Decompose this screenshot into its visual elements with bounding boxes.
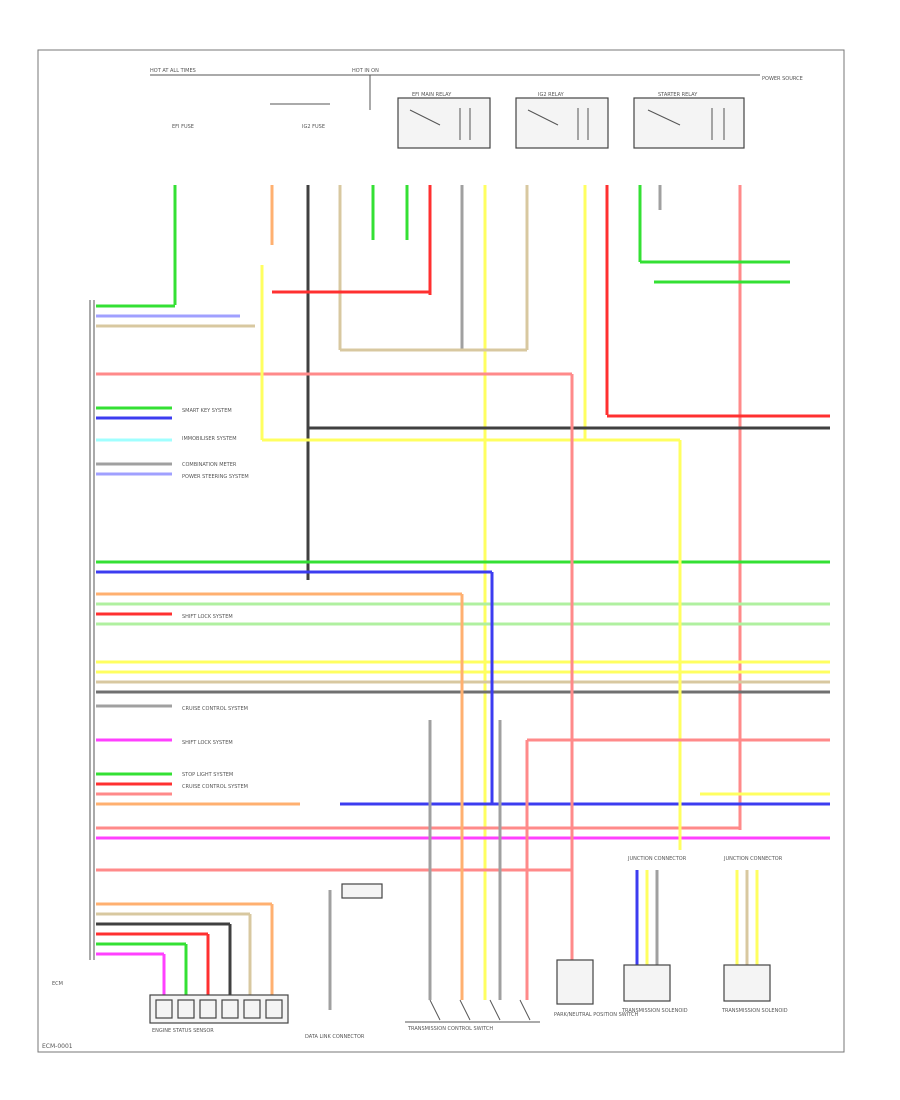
diagram-frame: [37, 49, 845, 1053]
label-hot-top-mid: HOT IN ON: [352, 68, 379, 74]
power-feeds: [150, 74, 760, 110]
label-bottom-1: ENGINE STATUS SENSOR: [152, 1028, 214, 1034]
label-hot-top-left: HOT AT ALL TIMES: [150, 68, 196, 74]
label-relay-1: EFI MAIN RELAY: [412, 92, 452, 98]
component-trans-switch: [405, 720, 540, 1023]
relay-ig2: [515, 97, 609, 149]
ecm-pin-column: ECM: [52, 300, 95, 987]
label-sys-7: SHIFT LOCK SYSTEM: [182, 740, 233, 746]
label-sys-9: CRUISE CONTROL SYSTEM: [182, 784, 248, 790]
label-fuse-left: EFI FUSE: [172, 124, 194, 130]
label-relay-3: STARTER RELAY: [658, 92, 698, 98]
label-ecm: ECM: [52, 981, 63, 987]
label-bottom-5: TRANSMISSION SOLENOID: [621, 1008, 688, 1014]
relay-efi-main: [397, 97, 491, 149]
label-bottom-2: DATA LINK CONNECTOR: [305, 1034, 365, 1040]
component-trans-solenoid-2: [723, 870, 771, 1002]
label-right-note: POWER SOURCE: [762, 76, 803, 82]
relay-starter: [633, 97, 745, 149]
label-sys-5: SHIFT LOCK SYSTEM: [182, 614, 233, 620]
component-trans-solenoid-1: [623, 870, 671, 1002]
label-sys-3: COMBINATION METER: [182, 462, 237, 468]
label-sys-6: CRUISE CONTROL SYSTEM: [182, 706, 248, 712]
component-pn-switch: [556, 959, 594, 1005]
label-bottom-3: TRANSMISSION CONTROL SWITCH: [407, 1026, 493, 1032]
label-sys-4: POWER STEERING SYSTEM: [182, 474, 249, 480]
label-relay-2: IG2 RELAY: [538, 92, 565, 98]
label-bottom-6: TRANSMISSION SOLENOID: [721, 1008, 788, 1014]
label-fuse-mid: IG2 FUSE: [302, 124, 325, 130]
label-junction-2: JUNCTION CONNECTOR: [723, 856, 783, 862]
component-dlc: [328, 883, 383, 1010]
bottom-sensor-wires: [96, 902, 274, 995]
label-junction-1: JUNCTION CONNECTOR: [627, 856, 687, 862]
label-sys-8: STOP LIGHT SYSTEM: [182, 772, 233, 778]
component-engine-sensor: [149, 994, 289, 1024]
label-sys-1: SMART KEY SYSTEM: [182, 408, 232, 414]
label-bottom-4: PARK/NEUTRAL POSITION SWITCH: [554, 1012, 638, 1018]
right-side-wires: [260, 260, 830, 1000]
corner-code: ECM-0001: [42, 1043, 73, 1050]
label-sys-2: IMMOBILISER SYSTEM: [182, 436, 237, 442]
vertical-wires-top: [173, 185, 742, 1000]
